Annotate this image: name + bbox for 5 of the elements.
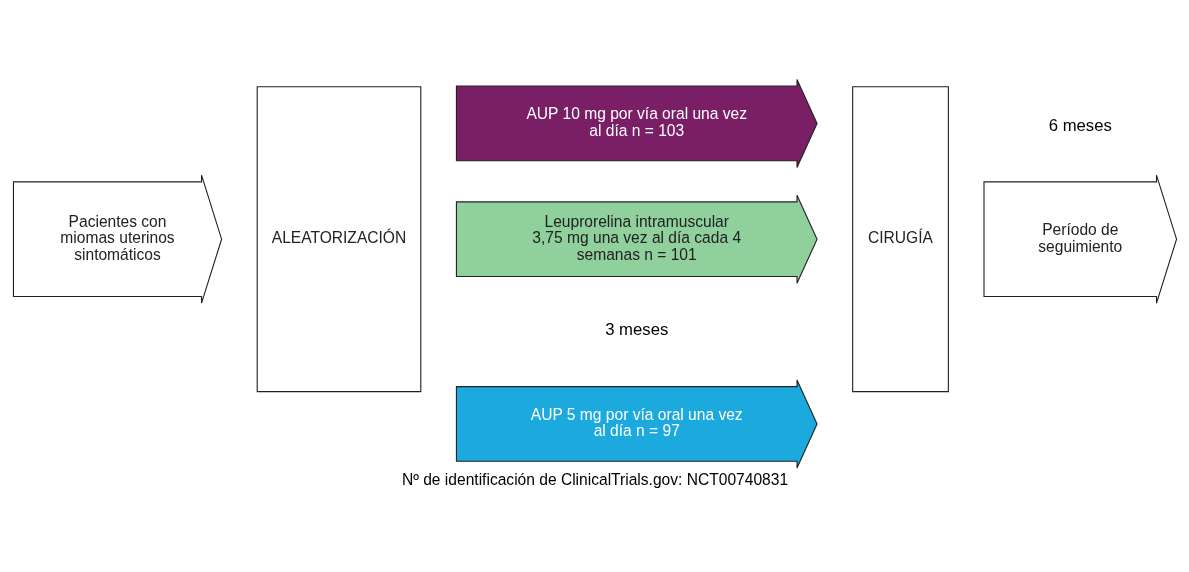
- label: 6 meses: [1048, 115, 1112, 135]
- label: 3 meses: [604, 319, 668, 339]
- caption: Nº de identificación de ClinicalTrials.gov: NCT00740831: [401, 470, 788, 488]
- node-box: CIRUGÍA: [851, 85, 949, 392]
- node-box: ALEATORIZACIÓN: [256, 85, 421, 392]
